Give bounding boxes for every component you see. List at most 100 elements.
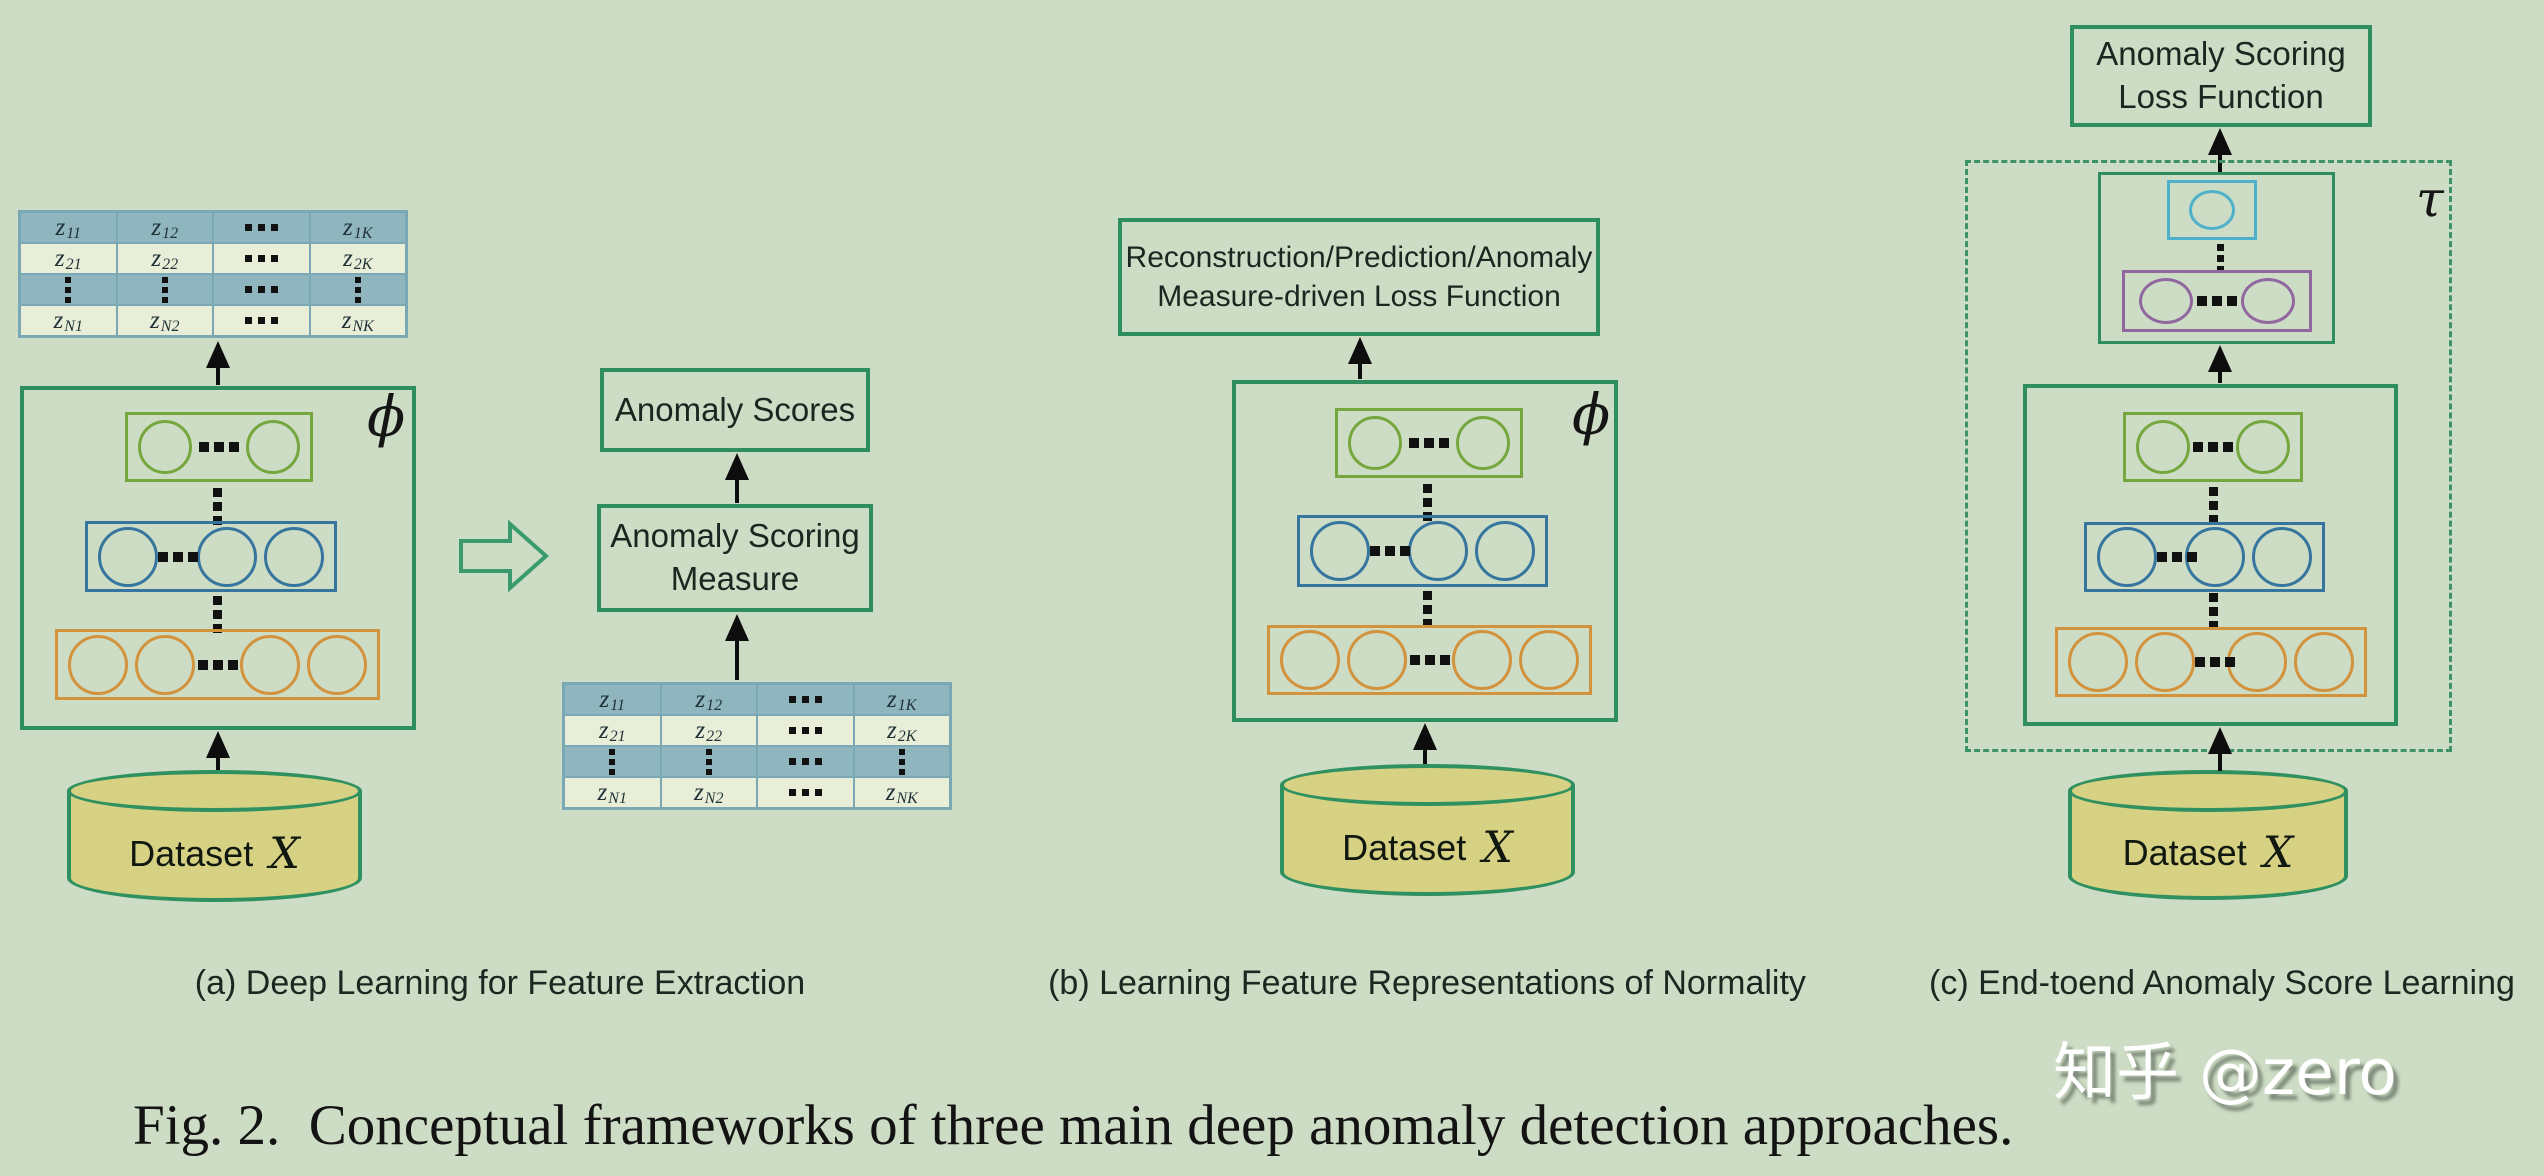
tau-symbol: τ xyxy=(2416,170,2444,228)
dataset-symbol: X xyxy=(269,829,300,879)
caption-panel-a: (a) Deep Learning for Feature Extraction xyxy=(194,964,806,1002)
loss-label-line1: Reconstruction/Prediction/Anomaly xyxy=(1125,241,1593,274)
matrix-row xyxy=(564,746,950,777)
neuron-circle xyxy=(2135,632,2195,692)
horizontal-dots-icon xyxy=(244,255,278,262)
neuron-group xyxy=(1452,630,1579,690)
arrow-up-cylinder-to-box-b xyxy=(1413,723,1437,765)
neuron-group xyxy=(68,634,195,695)
horizontal-dots-icon xyxy=(158,551,197,562)
horizontal-dots-icon xyxy=(199,442,239,452)
neuron-circle xyxy=(1408,521,1468,581)
neuron-circle xyxy=(2139,278,2193,324)
score-network-box-c xyxy=(2098,172,2335,344)
horizontal-dots-icon xyxy=(788,758,822,765)
anomaly-scores-box: Anomaly Scores xyxy=(600,368,870,452)
reconstruction-loss-box: Reconstruction/Prediction/Anomaly Measur… xyxy=(1118,218,1600,336)
neuron-group xyxy=(2241,278,2295,324)
neuron-circle xyxy=(246,420,300,474)
neuron-circle xyxy=(264,526,324,587)
neuron-group xyxy=(2136,420,2190,474)
neuron-group xyxy=(2189,190,2235,230)
neuron-group xyxy=(2139,278,2193,324)
hidden-layer-mid-a xyxy=(85,521,337,592)
horizontal-dots-icon xyxy=(788,727,822,734)
neuron-circle xyxy=(1475,521,1535,581)
matrix-cell xyxy=(757,684,854,715)
vertical-dots-a1 xyxy=(213,488,222,525)
dataset-label-c: Dataset X xyxy=(2068,814,2348,892)
neuron-circle xyxy=(1347,630,1407,690)
input-layer-a xyxy=(55,629,380,700)
neuron-circle xyxy=(2294,632,2354,692)
vertical-dots-icon xyxy=(161,276,168,303)
vertical-dots-b2 xyxy=(1423,591,1432,628)
neuron-circle xyxy=(2227,632,2287,692)
neuron-circle xyxy=(2236,420,2290,474)
figure-caption: Fig. 2. Conceptual frameworks of three m… xyxy=(133,1094,2014,1157)
neuron-circle xyxy=(2252,527,2312,587)
horizontal-dots-icon xyxy=(244,286,278,293)
neuron-group xyxy=(240,634,367,695)
horizontal-dots-icon xyxy=(244,224,278,231)
caption-panel-b: (b) Learning Feature Representations of … xyxy=(1048,964,1806,1002)
horizontal-dots-icon xyxy=(788,696,822,703)
neuron-circle xyxy=(1280,630,1340,690)
matrix-cell xyxy=(660,746,757,777)
neuron-circle xyxy=(2136,420,2190,474)
anomaly-scoring-loss-box: Anomaly Scoring Loss Function xyxy=(2070,25,2372,127)
feature-network-box-c xyxy=(2023,384,2398,726)
hidden-layer-top-c xyxy=(2123,412,2303,482)
neuron-group xyxy=(2097,527,2157,587)
neuron-circle xyxy=(1519,630,1579,690)
matrix-cell xyxy=(213,305,310,336)
dataset-word: Dataset xyxy=(2122,832,2247,873)
scoring-loss-line2: Loss Function xyxy=(2118,78,2324,115)
dataset-symbol: X xyxy=(2262,828,2294,878)
scoring-loss-line1: Anomaly Scoring xyxy=(2096,35,2346,73)
neuron-circle xyxy=(1310,521,1370,581)
anomaly-scoring-measure-box: Anomaly Scoring Measure xyxy=(597,504,873,612)
vertical-dots-a2 xyxy=(213,596,222,633)
arrow-up-box-to-smallnet-c xyxy=(2208,345,2232,383)
neuron-circle xyxy=(1456,416,1510,470)
matrix-cell xyxy=(20,274,117,305)
matrix-cell xyxy=(213,274,310,305)
neuron-group xyxy=(1408,521,1535,581)
input-layer-b xyxy=(1267,625,1592,695)
neuron-group xyxy=(1310,521,1370,581)
hollow-right-arrow-icon xyxy=(459,520,550,592)
arrow-up-measure-to-scores xyxy=(725,453,749,503)
vertical-dots-icon xyxy=(705,748,712,775)
neuron-group xyxy=(2227,632,2354,692)
input-layer-c xyxy=(2055,627,2367,697)
dataset-symbol: X xyxy=(1482,823,1513,873)
score-hidden-layer-box xyxy=(2122,270,2312,332)
horizontal-dots-icon xyxy=(788,789,822,796)
anomaly-scores-label: Anomaly Scores xyxy=(614,390,856,428)
neuron-group xyxy=(246,420,300,474)
phi-symbol-b: ϕ xyxy=(1572,383,1611,448)
loss-label-line2: Measure-driven Loss Function xyxy=(1157,280,1561,313)
neuron-circle xyxy=(1348,416,1402,470)
hidden-layer-top-a xyxy=(125,412,313,482)
neuron-circle xyxy=(68,634,128,695)
arrow-up-box-to-matrix-a xyxy=(206,341,230,385)
arrow-up-box-to-loss-b xyxy=(1348,337,1372,379)
horizontal-dots-icon xyxy=(2157,552,2185,562)
arrow-up-matrix-to-measure xyxy=(725,614,749,680)
neuron-circle xyxy=(138,420,192,474)
neuron-circle xyxy=(2185,527,2245,587)
